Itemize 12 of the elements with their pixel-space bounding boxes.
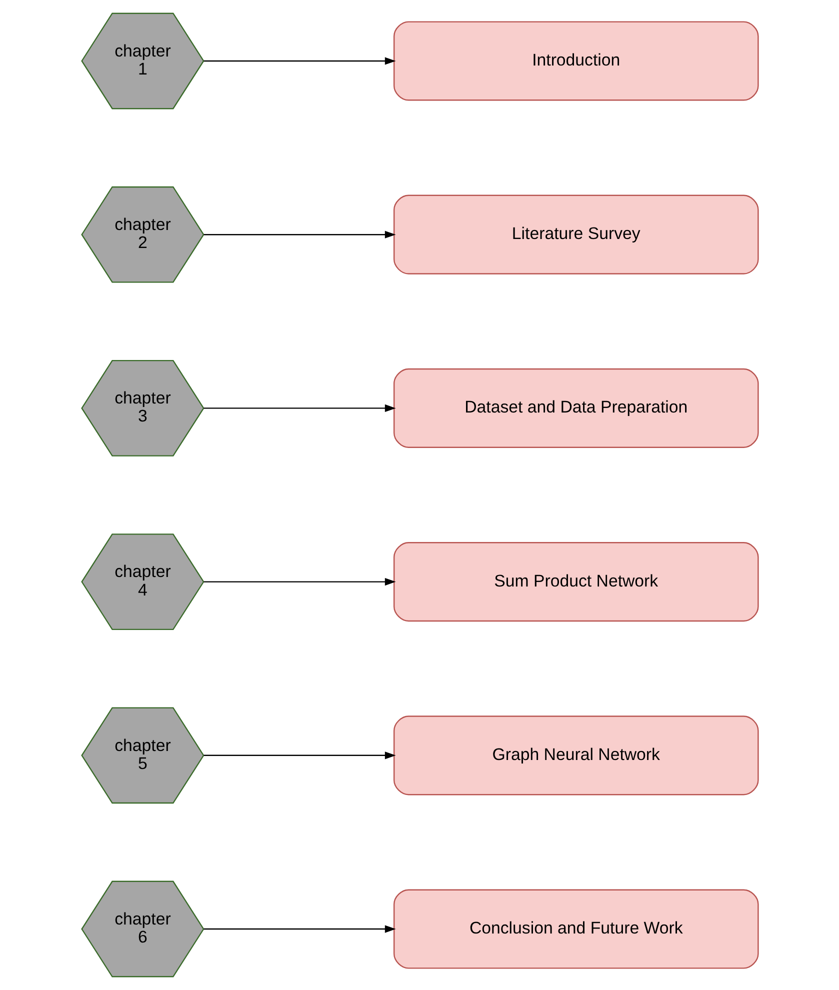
node-box: Dataset and Data Preparation <box>392 368 758 448</box>
node-box: Graph Neural Network <box>392 716 758 796</box>
arrow <box>203 752 396 760</box>
node-box: Sum Product Network <box>392 542 758 622</box>
arrow <box>203 230 396 238</box>
node-box: Conclusion and Future Work <box>392 889 758 969</box>
node-box: Literature Survey <box>392 194 758 274</box>
node-box: Introduction <box>392 21 758 101</box>
arrow <box>203 404 396 412</box>
arrow <box>203 57 396 65</box>
arrow <box>203 925 396 933</box>
arrow <box>203 578 396 586</box>
